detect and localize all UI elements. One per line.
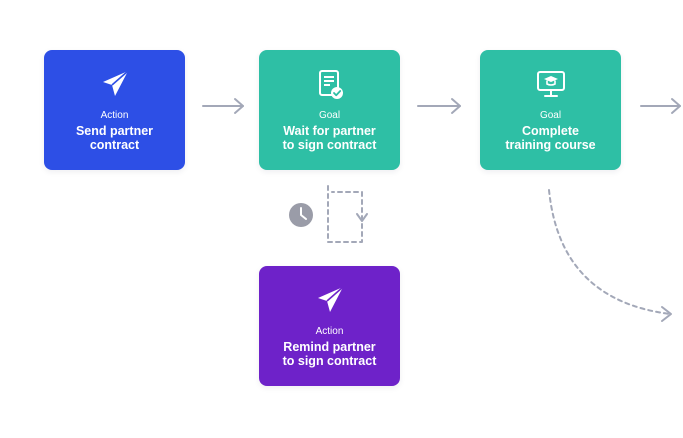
node-title: Complete training course [505, 124, 596, 152]
node-remind-partner[interactable]: Action Remind partner to sign contract [259, 266, 400, 386]
node-kind-label: Action [315, 326, 344, 337]
clock-icon [289, 203, 313, 227]
graduation-monitor-icon [536, 71, 565, 97]
node-title: Send partner contract [75, 124, 154, 152]
arrow-send-to-wait [202, 98, 244, 114]
dashed-curve-arrowhead [661, 306, 672, 322]
node-complete-training[interactable]: Goal Complete training course [480, 50, 621, 170]
arrow-complete-to-next [640, 98, 681, 114]
paper-plane-icon [102, 70, 129, 96]
node-kind-label: Goal [318, 110, 341, 121]
arrow-wait-to-complete [417, 98, 461, 114]
node-kind-label: Action [100, 110, 129, 121]
delay-loop-connector [327, 185, 363, 243]
delay-loop-arrowhead [356, 213, 368, 222]
contract-signed-icon [318, 70, 343, 99]
node-title: Remind partner to sign contract [282, 340, 377, 368]
paper-plane-icon [317, 286, 344, 312]
node-kind-label: Goal [539, 110, 562, 121]
dashed-curve-to-right [548, 189, 671, 315]
node-wait-for-partner[interactable]: Goal Wait for partner to sign contract [259, 50, 400, 170]
node-send-partner-contract[interactable]: Action Send partner contract [44, 50, 185, 170]
node-title: Wait for partner to sign contract [282, 124, 377, 152]
